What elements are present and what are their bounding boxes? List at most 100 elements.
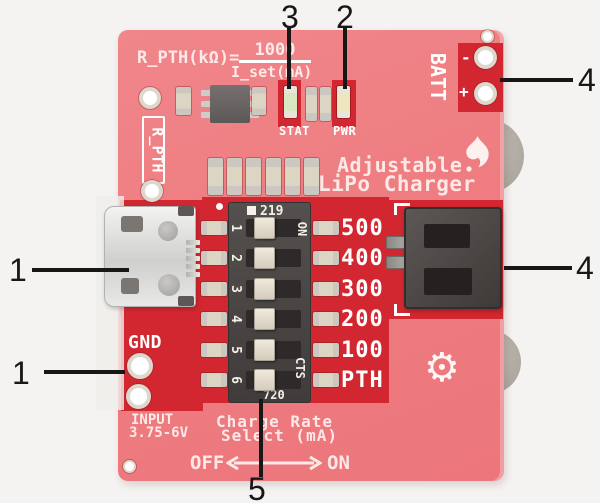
usb-shield-slot bbox=[121, 278, 139, 294]
callout-number: 4 bbox=[578, 62, 596, 98]
resistor bbox=[306, 87, 317, 121]
rate-label-pth: PTH bbox=[341, 368, 384, 393]
off-on-arrow bbox=[226, 456, 322, 470]
ic-leg bbox=[201, 112, 211, 118]
silkscreen-bracket bbox=[394, 203, 410, 206]
resistor bbox=[285, 158, 300, 195]
off-label: OFF bbox=[190, 452, 225, 474]
resistor bbox=[252, 87, 266, 115]
batt-neg-through-hole bbox=[474, 46, 497, 69]
batt-pos-through-hole bbox=[474, 82, 497, 105]
callout-line bbox=[343, 28, 347, 89]
dip-position-label: 6 bbox=[228, 376, 243, 384]
mounting-hole bbox=[481, 30, 494, 43]
callout-number: 3 bbox=[281, 0, 299, 35]
pin1-marker-dot bbox=[216, 203, 223, 210]
rate-label-100: 100 bbox=[341, 338, 384, 363]
resistor bbox=[313, 312, 339, 326]
board-title-line1: Adjustable bbox=[337, 153, 463, 177]
rate-label-500: 500 bbox=[341, 216, 384, 241]
stat-label: STAT bbox=[279, 124, 310, 138]
usb-pin bbox=[186, 272, 200, 277]
input-label-line1: INPUT bbox=[131, 412, 174, 428]
usb-pin bbox=[186, 248, 200, 253]
rate-label-400: 400 bbox=[341, 246, 384, 271]
formula-denominator: I_set(mA) bbox=[231, 63, 313, 81]
dip-bottom-marking: 720 bbox=[263, 388, 285, 402]
callout-line bbox=[504, 266, 572, 270]
resistor bbox=[201, 221, 227, 235]
formula-lhs: R_PTH(kΩ)= bbox=[137, 48, 240, 68]
sparkfun-flame-icon bbox=[460, 136, 492, 174]
callout-number: 4 bbox=[576, 250, 594, 286]
charge-rate-label-line1: Charge Rate bbox=[216, 412, 333, 431]
dip-on-marking: ON bbox=[295, 221, 309, 237]
dip-position-label: 5 bbox=[228, 346, 243, 354]
dip-switch-toggle-6[interactable] bbox=[254, 369, 275, 391]
silkscreen-bracket bbox=[394, 203, 397, 215]
silkscreen-bracket bbox=[394, 313, 410, 316]
resistor bbox=[201, 312, 227, 326]
dip-switch-toggle-2[interactable] bbox=[254, 247, 275, 269]
callout-line bbox=[32, 268, 129, 272]
resistor bbox=[313, 343, 339, 357]
charge-rate-label-line2: Select (mA) bbox=[221, 426, 338, 445]
oshw-gear-icon: ⚙ bbox=[424, 345, 460, 391]
callout-line bbox=[44, 370, 125, 374]
dip-switch-toggle-1[interactable] bbox=[254, 217, 275, 239]
dip-top-marking: 219 bbox=[260, 204, 284, 219]
callout-number: 1 bbox=[12, 355, 30, 391]
resistor bbox=[304, 158, 319, 195]
on-label: ON bbox=[327, 452, 350, 474]
ic-leg bbox=[201, 101, 211, 107]
resistor bbox=[201, 343, 227, 357]
gnd-label: GND bbox=[128, 332, 163, 353]
r-pth-through-hole bbox=[141, 180, 163, 202]
dip-position-label: 3 bbox=[228, 285, 243, 293]
callout-line bbox=[287, 28, 291, 89]
resistor bbox=[313, 282, 339, 296]
pwr-led bbox=[337, 86, 350, 118]
resistor bbox=[201, 282, 227, 296]
batt-neg-label: - bbox=[461, 48, 471, 67]
pwr-label: PWR bbox=[333, 124, 357, 138]
usb-pin bbox=[186, 264, 200, 269]
resistor bbox=[246, 158, 261, 195]
usb-pin bbox=[186, 240, 200, 245]
formula-fraction-bar bbox=[239, 60, 311, 63]
dip-switch-toggle-4[interactable] bbox=[254, 308, 275, 330]
usb-mount-leg bbox=[178, 296, 194, 306]
batt-label: BATT bbox=[426, 52, 450, 102]
resistor bbox=[313, 373, 339, 387]
r-pth-through-hole bbox=[139, 87, 161, 109]
usb-mount-leg bbox=[178, 206, 194, 216]
dip-position-label: 2 bbox=[228, 254, 243, 262]
charger-ic bbox=[210, 85, 250, 123]
resistor bbox=[227, 158, 242, 195]
resistor bbox=[320, 87, 331, 121]
stat-led bbox=[284, 86, 297, 118]
dip-position-label: 4 bbox=[228, 315, 243, 323]
resistor bbox=[313, 251, 339, 265]
rate-label-200: 200 bbox=[341, 307, 384, 332]
dip-top-square-mark bbox=[247, 206, 256, 215]
usb-shield-dimple bbox=[158, 274, 180, 296]
ic-leg bbox=[249, 112, 259, 118]
resistor bbox=[208, 158, 223, 195]
jst-slot bbox=[424, 268, 472, 295]
dip-cts-marking: CTS bbox=[293, 357, 307, 379]
dip-switch-toggle-5[interactable] bbox=[254, 339, 275, 361]
callout-number: 5 bbox=[248, 471, 266, 503]
micro-usb-connector[interactable] bbox=[104, 206, 196, 307]
jst-slot bbox=[424, 224, 470, 248]
input-label-line2: 3.75-6V bbox=[129, 425, 189, 441]
dip-position-label: 1 bbox=[228, 224, 243, 232]
gnd-through-hole bbox=[126, 384, 151, 409]
dip-switch-toggle-3[interactable] bbox=[254, 278, 275, 300]
callout-number: 1 bbox=[9, 252, 27, 288]
batt-pos-label: + bbox=[459, 82, 469, 101]
usb-pin bbox=[186, 256, 200, 261]
r-pth-label: R_PTH bbox=[148, 127, 167, 173]
callout-line bbox=[500, 78, 573, 82]
